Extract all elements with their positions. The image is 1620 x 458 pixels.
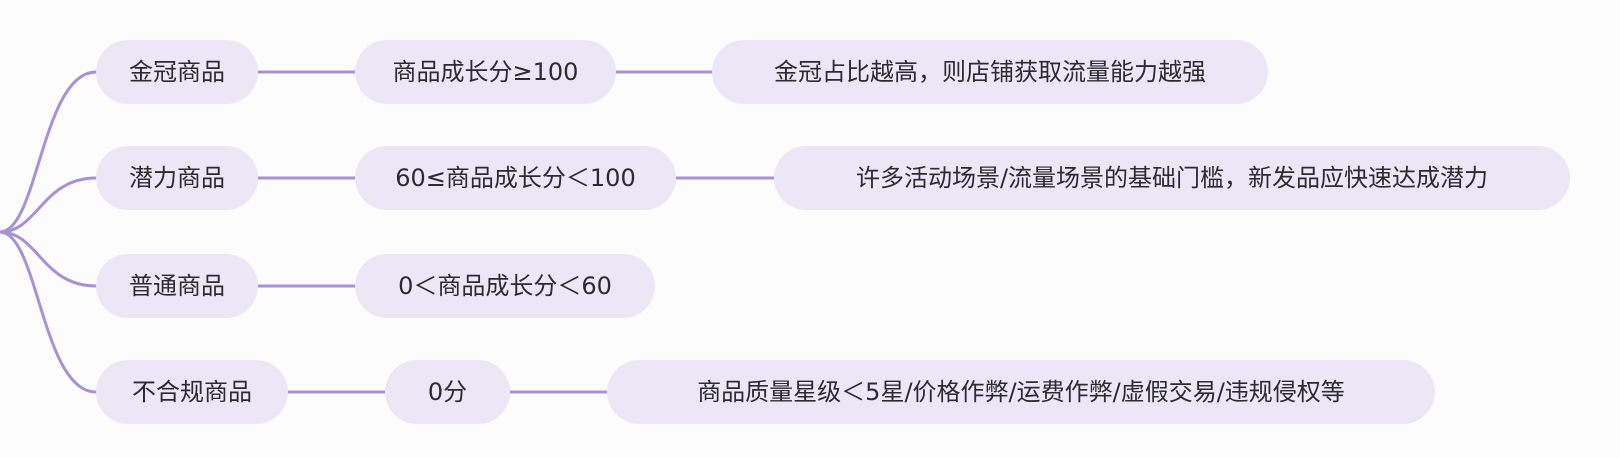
criterion-node-normal[interactable]: 0＜商品成长分＜60 bbox=[355, 254, 655, 318]
criterion-node-potential[interactable]: 60≤商品成长分＜100 bbox=[355, 146, 676, 210]
category-node-gold[interactable]: 金冠商品 bbox=[96, 40, 258, 104]
category-node-potential[interactable]: 潜力商品 bbox=[96, 146, 258, 210]
category-node-normal[interactable]: 普通商品 bbox=[96, 254, 258, 318]
description-node-noncompliant[interactable]: 商品质量星级＜5星/价格作弊/运费作弊/虚假交易/违规侵权等 bbox=[607, 360, 1435, 424]
description-node-gold[interactable]: 金冠占比越高，则店铺获取流量能力越强 bbox=[712, 40, 1268, 104]
trunk-connector-3 bbox=[0, 230, 98, 288]
trunk-connector-2 bbox=[0, 176, 98, 234]
criterion-node-noncompliant[interactable]: 0分 bbox=[385, 360, 510, 424]
trunk-connector-1 bbox=[0, 70, 98, 234]
criterion-node-gold[interactable]: 商品成长分≥100 bbox=[355, 40, 616, 104]
category-node-noncompliant[interactable]: 不合规商品 bbox=[96, 360, 288, 424]
trunk-connector-4 bbox=[0, 230, 98, 394]
description-node-potential[interactable]: 许多活动场景/流量场景的基础门槛，新发品应快速达成潜力 bbox=[774, 146, 1570, 210]
